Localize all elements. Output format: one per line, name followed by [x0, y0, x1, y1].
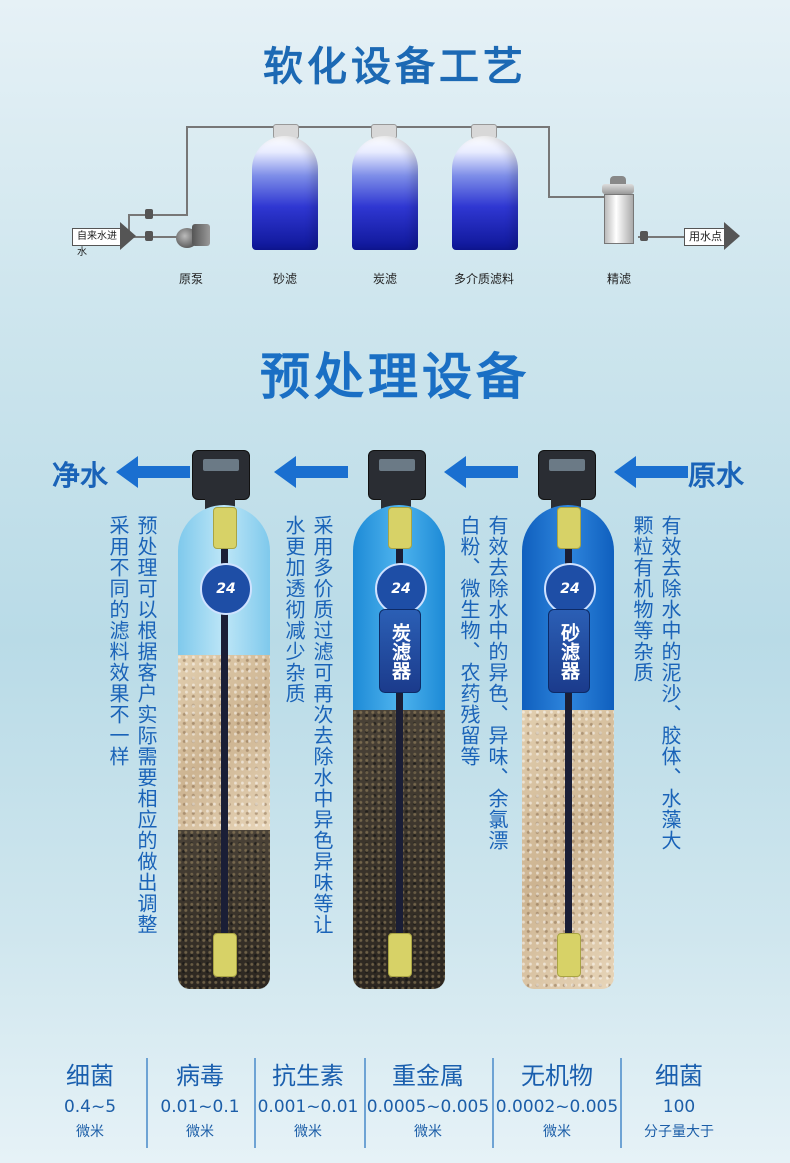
divider [492, 1058, 494, 1148]
control-valve-icon [538, 450, 596, 500]
inlet-label: 自来水进水 [72, 228, 122, 258]
outlet-label: 用水点 [684, 228, 726, 246]
divider [620, 1058, 622, 1148]
particle-item: 细菌 0.4~5 微米 [63, 1062, 117, 1140]
description-column-2: 采用多价质过滤可再次去除水中异色异味等让水更加透彻减少杂质 [282, 515, 334, 935]
divider [146, 1058, 148, 1148]
particle-item: 抗生素 0.001~0.01 微米 [257, 1062, 359, 1140]
process-title: 软化设备工艺 [263, 44, 527, 90]
raw-water-label: 原水 [688, 459, 745, 492]
particle-item: 病毒 0.01~0.1 微米 [160, 1062, 240, 1140]
carbon-filter-column: 24 炭滤器 [353, 505, 445, 989]
valve-icon [145, 231, 153, 241]
description-column-4: 有效去除水中的泥沙、胶体、水藻大颗粒有机物等杂质 [630, 515, 682, 851]
sand-filter-tank-icon [252, 136, 318, 250]
precision-filter-label: 精滤 [606, 272, 631, 286]
pump-label: 原泵 [178, 272, 203, 286]
description-column-3: 有效去除水中的异色、异味、余氯漂白粉、微生物、农药残留等 [457, 515, 509, 851]
brand-badge: 24 [544, 563, 596, 615]
outlet-arrow-icon [724, 222, 740, 250]
pretreatment-title: 预处理设备 [260, 348, 530, 406]
particle-item: 细菌 100 分子量大于 [644, 1062, 714, 1140]
multimedia-filter-label: 多介质滤料 [453, 272, 514, 286]
valve-icon [145, 209, 153, 219]
valve-icon [640, 231, 648, 241]
filter-column-1: 24 [178, 505, 270, 989]
arrow-left-icon [274, 456, 348, 488]
brand-badge: 24 [375, 563, 427, 615]
arrow-left-icon [444, 456, 518, 488]
sand-filter-plate: 砂滤器 [548, 609, 590, 693]
pump-icon [176, 224, 210, 248]
sand-filter-label: 砂滤 [272, 272, 297, 286]
control-valve-icon [368, 450, 426, 500]
sand-filter-column: 24 砂滤器 [522, 505, 614, 989]
multimedia-filter-tank-icon [452, 136, 518, 250]
clean-water-label: 净水 [52, 459, 109, 492]
inlet-arrow-icon [120, 222, 136, 250]
carbon-filter-label: 炭滤 [372, 272, 397, 286]
control-valve-icon [192, 450, 250, 500]
divider [254, 1058, 256, 1148]
particle-item: 无机物 0.0002~0.005 微米 [495, 1062, 619, 1140]
divider [364, 1058, 366, 1148]
arrow-left-icon [116, 456, 190, 488]
brand-badge: 24 [200, 563, 252, 615]
arrow-left-icon [614, 456, 688, 488]
particle-item: 重金属 0.0005~0.005 微米 [366, 1062, 490, 1140]
carbon-filter-tank-icon [352, 136, 418, 250]
description-column-1: 预处理可以根据客户实际需要相应的做出调整采用不同的滤料效果不一样 [106, 515, 158, 935]
carbon-filter-plate: 炭滤器 [379, 609, 421, 693]
precision-filter-icon [600, 176, 636, 246]
